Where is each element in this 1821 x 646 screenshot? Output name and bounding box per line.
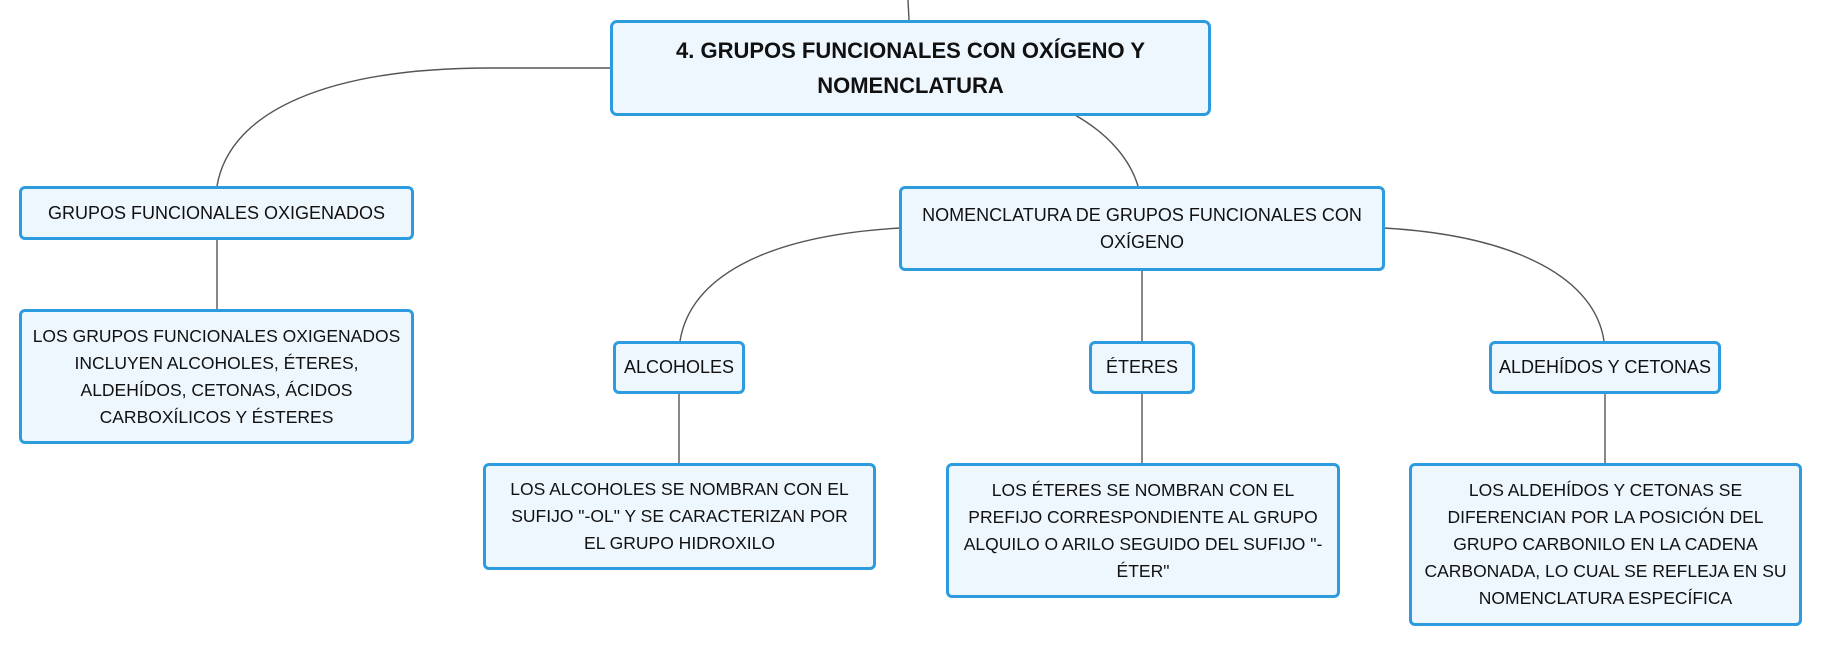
connector-root-grupos	[216, 67, 610, 187]
node-aldehidos-cetonas[interactable]: ALDEHÍDOS Y CETONAS	[1489, 341, 1721, 394]
node-alcoholes-label: ALCOHOLES	[623, 357, 735, 377]
node-grupos-desc-label: LOS GRUPOS FUNCIONALES OXIGENADOS INCLUY…	[32, 325, 401, 427]
connector-root-parent	[907, 0, 910, 21]
node-alcoholes-desc-label: LOS ALCOHOLES SE NOMBRAN CON EL SUFIJO "…	[510, 479, 849, 553]
node-alcoholes-descripcion[interactable]: LOS ALCOHOLES SE NOMBRAN CON EL SUFIJO "…	[483, 463, 876, 570]
node-grupos-descripcion[interactable]: LOS GRUPOS FUNCIONALES OXIGENADOS INCLUY…	[19, 309, 414, 444]
root-node-label: 4. GRUPOS FUNCIONALES CON OXÍGENO Y NOME…	[676, 38, 1145, 98]
node-eteres-descripcion[interactable]: LOS ÉTERES SE NOMBRAN CON EL PREFIJO COR…	[946, 463, 1340, 598]
node-nomenclatura[interactable]: NOMENCLATURA DE GRUPOS FUNCIONALES CON O…	[899, 186, 1385, 271]
node-eteres[interactable]: ÉTERES	[1089, 341, 1195, 394]
node-nomenclatura-label: NOMENCLATURA DE GRUPOS FUNCIONALES CON O…	[922, 204, 1362, 252]
node-aldehidos-desc-label: LOS ALDEHÍDOS Y CETONAS SE DIFERENCIAN P…	[1424, 480, 1787, 608]
node-eteres-label: ÉTERES	[1105, 357, 1179, 377]
root-node-title[interactable]: 4. GRUPOS FUNCIONALES CON OXÍGENO Y NOME…	[610, 20, 1211, 116]
node-grupos-funcionales-oxigenados[interactable]: GRUPOS FUNCIONALES OXIGENADOS	[19, 186, 414, 240]
node-eteres-desc-label: LOS ÉTERES SE NOMBRAN CON EL PREFIJO COR…	[963, 479, 1323, 581]
node-grupos-label: GRUPOS FUNCIONALES OXIGENADOS	[47, 202, 386, 223]
node-aldehidos-label: ALDEHÍDOS Y CETONAS	[1498, 357, 1712, 377]
connector-root-nomenclatura	[1074, 114, 1139, 187]
connector-nomenclatura-aldehidos	[1383, 227, 1605, 342]
connector-nomenclatura-alcoholes	[679, 227, 901, 342]
node-alcoholes[interactable]: ALCOHOLES	[613, 341, 745, 394]
node-aldehidos-descripcion[interactable]: LOS ALDEHÍDOS Y CETONAS SE DIFERENCIAN P…	[1409, 463, 1802, 626]
